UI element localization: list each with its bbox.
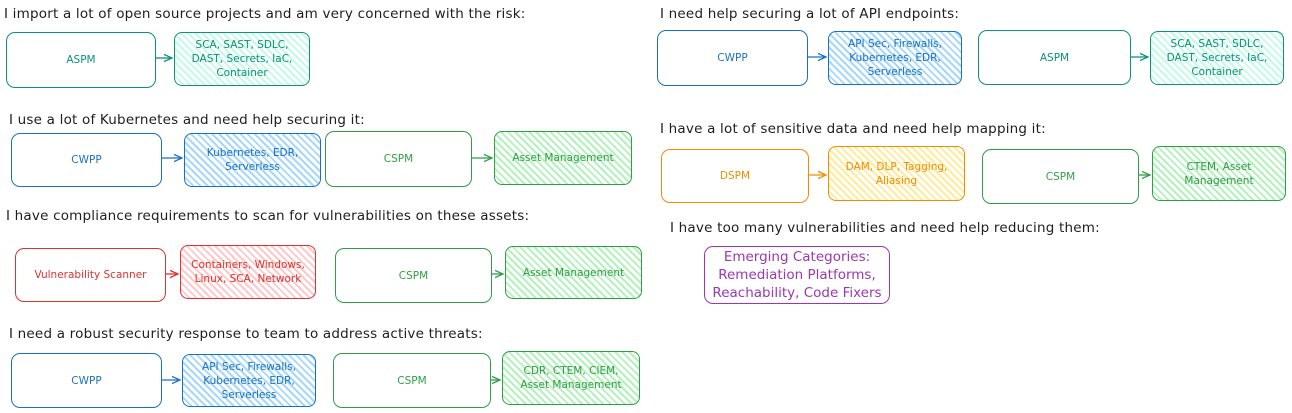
box-label: CDR, CTEM, CIEM, Asset Management [520, 365, 622, 391]
box-vuln-emerging: Emerging Categories: Remediation Platfor… [704, 246, 890, 304]
box-sd-dam: DAM, DLP, Tagging, Aliasing [828, 146, 965, 201]
box-api-sca: SCA, SAST, SDLC, DAST, Secrets, IaC, Con… [1150, 31, 1284, 85]
box-label: CWPP [717, 52, 748, 64]
box-label: SCA, SAST, SDLC, DAST, Secrets, IaC, Con… [191, 39, 293, 79]
box-comp-cspm: CSPM [335, 248, 492, 303]
heading-vulnerabilities: I have too many vulnerabilities and need… [670, 220, 1100, 236]
box-label: CWPP [71, 374, 102, 387]
heading-open-source: I import a lot of open source projects a… [4, 6, 526, 22]
box-comp-scanner: Vulnerability Scanner [15, 248, 166, 302]
heading-kubernetes: I use a lot of Kubernetes and need help … [9, 112, 365, 128]
box-label: Kubernetes, EDR, Serverless [206, 147, 299, 173]
heading-api: I need help securing a lot of API endpoi… [660, 6, 960, 22]
heading-sensitive-data: I have a lot of sensitive data and need … [660, 121, 1046, 137]
box-comp-containers: Containers, Windows, Linux, SCA, Network [180, 245, 316, 299]
box-label: DSPM [719, 170, 751, 182]
heading-threats: I need a robust security response to tea… [9, 326, 483, 342]
box-label: CTEM, Asset Management [1184, 160, 1254, 187]
box-label: CWPP [71, 154, 102, 166]
box-k8s-asset: Asset Management [494, 131, 632, 185]
box-label: DAM, DLP, Tagging, Aliasing [845, 160, 948, 187]
box-label: Vulnerability Scanner [34, 269, 147, 281]
box-label: API Sec, Firewalls, Kubernetes, EDR, Ser… [848, 38, 942, 78]
box-sd-ctem: CTEM, Asset Management [1152, 146, 1286, 201]
box-thr-cdr: CDR, CTEM, CIEM, Asset Management [502, 351, 640, 405]
box-k8s-cspm: CSPM [325, 131, 472, 187]
box-label: SCA, SAST, SDLC, DAST, Secrets, IaC, Con… [1166, 38, 1268, 78]
box-api-cwpp: CWPP [657, 30, 808, 86]
box-k8s-kubernetes: Kubernetes, EDR, Serverless [184, 133, 321, 187]
box-api-apisec: API Sec, Firewalls, Kubernetes, EDR, Ser… [828, 31, 962, 85]
box-label: Asset Management [512, 152, 614, 164]
box-label: ASPM [1039, 51, 1070, 64]
box-label: Emerging Categories: Remediation Platfor… [712, 249, 882, 301]
box-label: CSPM [1045, 170, 1076, 183]
box-api-aspm: ASPM [978, 30, 1131, 85]
box-label: Containers, Windows, Linux, SCA, Network [191, 259, 305, 285]
box-label: API Sec, Firewalls, Kubernetes, EDR, Ser… [202, 360, 296, 401]
box-label: CSPM [397, 374, 427, 387]
box-label: CSPM [383, 153, 414, 165]
box-sd-cspm: CSPM [982, 149, 1139, 204]
box-k8s-cwpp: CWPP [11, 133, 162, 187]
box-label: Asset Management [522, 266, 625, 279]
box-os-aspm: ASPM [6, 32, 156, 88]
heading-compliance: I have compliance requirements to scan f… [6, 208, 530, 224]
box-thr-cspm: CSPM [333, 353, 491, 408]
box-label: ASPM [66, 54, 96, 66]
box-thr-cwpp: CWPP [11, 353, 162, 408]
box-sd-dspm: DSPM [661, 149, 809, 203]
box-label: CSPM [398, 269, 429, 282]
box-os-sca: SCA, SAST, SDLC, DAST, Secrets, IaC, Con… [174, 32, 310, 86]
box-comp-asset: Asset Management [505, 246, 642, 299]
box-thr-api: API Sec, Firewalls, Kubernetes, EDR, Ser… [182, 354, 316, 407]
